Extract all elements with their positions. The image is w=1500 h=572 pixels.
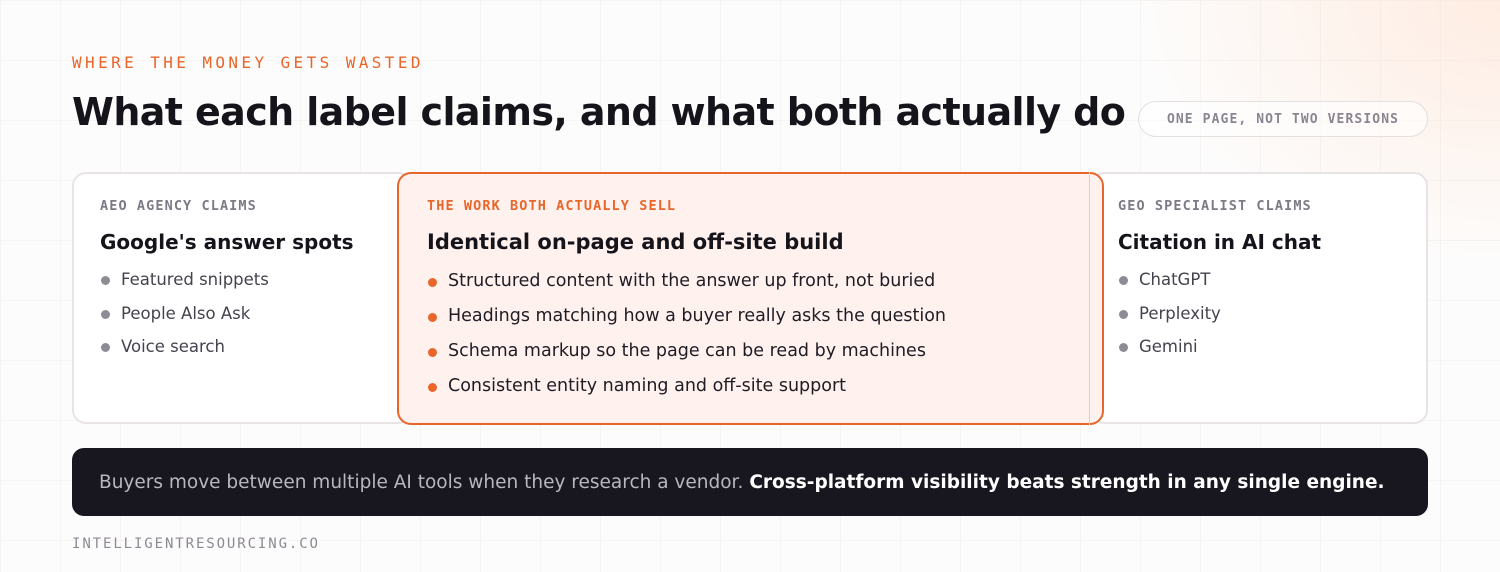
card-label: AEO AGENCY CLAIMS: [100, 198, 257, 214]
banner-emphasis-text: Cross-platform visibility beats strength…: [749, 471, 1385, 493]
shared-work-card: THE WORK BOTH ACTUALLY SELL Identical on…: [397, 172, 1104, 425]
page-title: What each label claims, and what both ac…: [72, 90, 1126, 134]
bullet-icon: [428, 348, 437, 357]
list-item: Featured snippets: [100, 270, 269, 304]
bullet-icon: [1119, 343, 1128, 352]
list-item-text: Structured content with the answer up fr…: [448, 271, 936, 291]
summary-banner: Buyers move between multiple AI tools wh…: [72, 448, 1428, 516]
card-label: GEO SPECIALIST CLAIMS: [1118, 198, 1312, 214]
list-item-text: Gemini: [1139, 337, 1198, 356]
geo-claims-card: GEO SPECIALIST CLAIMS Citation in AI cha…: [1090, 172, 1428, 424]
card-title: Identical on-page and off-site build: [427, 230, 844, 254]
list-item-text: Schema markup so the page can be read by…: [448, 341, 926, 361]
card-list: Featured snippets People Also Ask Voice …: [100, 270, 269, 371]
bullet-icon: [1119, 309, 1128, 319]
bullet-icon: [428, 278, 437, 287]
banner-lead-text: Buyers move between multiple AI tools wh…: [99, 471, 744, 493]
list-item: Structured content with the answer up fr…: [427, 271, 946, 306]
list-item-text: ChatGPT: [1139, 270, 1211, 289]
footer-domain: INTELLIGENTRESOURCING.CO: [72, 536, 320, 552]
bullet-icon: [101, 343, 110, 352]
list-item-text: Voice search: [121, 337, 225, 356]
list-item: ChatGPT: [1118, 270, 1221, 304]
bullet-icon: [101, 276, 110, 285]
card-title: Google's answer spots: [100, 230, 354, 254]
aeo-claims-card: AEO AGENCY CLAIMS Google's answer spots …: [72, 172, 412, 424]
bullet-icon: [1119, 276, 1128, 285]
list-item-text: Consistent entity naming and off-site su…: [448, 376, 847, 396]
card-list: ChatGPT Perplexity Gemini: [1118, 270, 1221, 371]
card-title: Citation in AI chat: [1118, 230, 1322, 254]
card-list: Structured content with the answer up fr…: [427, 271, 946, 411]
list-item: Headings matching how a buyer really ask…: [427, 306, 946, 341]
list-item: Consistent entity naming and off-site su…: [427, 376, 946, 411]
list-item: People Also Ask: [100, 304, 269, 338]
list-item: Schema markup so the page can be read by…: [427, 341, 946, 376]
bullet-icon: [101, 309, 110, 319]
section-eyebrow: WHERE THE MONEY GETS WASTED: [72, 53, 424, 72]
list-item: Gemini: [1118, 337, 1221, 371]
list-item: Voice search: [100, 337, 269, 371]
list-item-text: Perplexity: [1139, 303, 1221, 323]
list-item-text: Headings matching how a buyer really ask…: [448, 306, 946, 326]
tag-pill: ONE PAGE, NOT TWO VERSIONS: [1138, 101, 1428, 137]
card-label: THE WORK BOTH ACTUALLY SELL: [427, 198, 677, 214]
list-item-text: People Also Ask: [121, 303, 251, 323]
list-item: Perplexity: [1118, 304, 1221, 338]
list-item-text: Featured snippets: [121, 270, 269, 289]
bullet-icon: [428, 313, 437, 322]
bullet-icon: [428, 383, 437, 392]
